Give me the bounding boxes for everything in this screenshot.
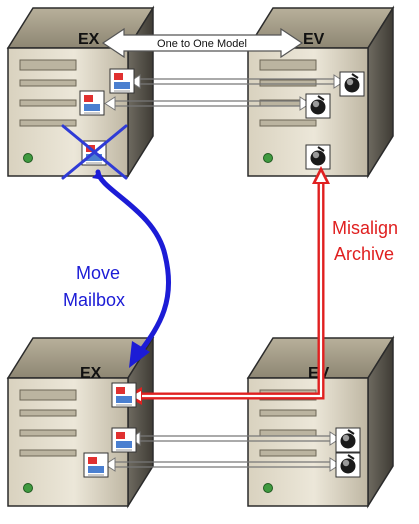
one-to-one-model-label: One to One Model [157,38,247,50]
top-links [79,68,365,170]
mailbox-icon [83,452,109,478]
server-top-right: EV [247,7,394,177]
cross-icon [61,124,128,180]
archive-icon [305,93,331,119]
server-label: EX [78,31,100,48]
server-label: EX [80,365,102,382]
archive-icon [335,452,361,478]
archive-icon [305,144,331,170]
server-label: EV [303,31,325,48]
misalign-label-line2: Archive [334,244,394,264]
server-bottom-left: EX [7,337,154,507]
mailbox-icon [109,68,135,94]
misalign-label-line1: Misalign [332,218,398,238]
bottom-links [83,382,361,478]
move-label-line1: Move [76,263,120,283]
archive-icon [335,427,361,453]
mailbox-icon [111,427,137,453]
misalign-archive-arrow [126,166,330,405]
archive-icon [339,71,365,97]
move-label-line2: Mailbox [63,290,125,310]
move-mailbox-arrow [92,169,171,368]
one-to-one-model-arrow: One to One Model [101,27,304,59]
mailbox-icon [111,382,137,408]
server-top-left: EX [7,7,154,177]
mailbox-icon [79,90,105,116]
